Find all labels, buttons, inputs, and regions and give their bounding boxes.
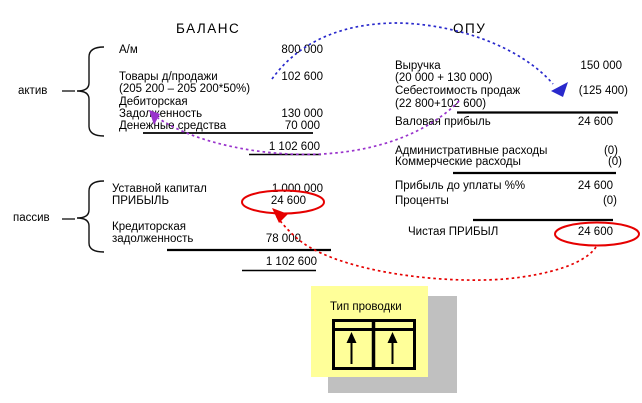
- opu-row-value: (0): [603, 145, 618, 157]
- opu-row-label: (22 800+102 600): [395, 98, 487, 110]
- t-account-icon: [332, 319, 416, 370]
- asset-total-row: 1 102 600: [119, 141, 320, 154]
- asset-row-am: А/м 800 000: [119, 44, 323, 57]
- opu-row-label: Валовая прибыль: [395, 116, 491, 128]
- opu-row-value: (125 400): [578, 85, 628, 97]
- asset-row-label: (205 200 – 205 200*50%): [119, 83, 251, 95]
- asset-total-value: 1 102 600: [268, 141, 320, 153]
- opu-row-commercial-expenses: Коммерческие расходы (0): [395, 156, 622, 169]
- opu-row-revenue-formula: (20 000 + 130 000): [395, 72, 622, 85]
- up-arrow-icon: [387, 332, 398, 343]
- opu-row-cogs-formula: (22 800+102 600): [395, 98, 622, 111]
- liability-row-label: Кредиторская: [112, 221, 186, 233]
- opu-row-profit-before-interest: Прибыль до уплаты %% 24 600: [395, 180, 613, 193]
- opu-row-cogs: Себестоимость продаж (125 400): [395, 85, 628, 98]
- opu-row-label: Чистая ПРИБЫЛ: [408, 226, 499, 238]
- asset-row-value: 800 000: [281, 44, 323, 56]
- liability-row-payable1: Кредиторская: [112, 221, 323, 234]
- opu-row-net-profit: Чистая ПРИБЫЛ 24 600: [408, 226, 613, 239]
- asset-row-cash: Денежные средства 70 000: [119, 120, 320, 133]
- liability-row-value: 78 000: [265, 233, 301, 245]
- transaction-type-note: Тип проводки: [311, 286, 428, 377]
- liability-row-value: 24 600: [270, 195, 306, 207]
- opu-row-label: Себестоимость продаж: [395, 85, 521, 97]
- opu-row-interest: Проценты (0): [395, 195, 617, 208]
- liability-total-value: 1 102 600: [265, 256, 317, 268]
- opu-row-label: Коммерческие расходы: [395, 156, 521, 168]
- opu-title: ОПУ: [453, 21, 487, 36]
- opu-row-label: Проценты: [395, 195, 449, 207]
- liability-row-payable2: задолженность 78 000: [112, 233, 301, 246]
- liability-row-profit: ПРИБЫЛЬ 24 600: [112, 195, 306, 208]
- liabilities-label: пассив: [13, 212, 50, 224]
- opu-row-value: 24 600: [577, 180, 613, 192]
- opu-row-value: 24 600: [577, 116, 613, 128]
- balance-title: БАЛАНС: [176, 21, 241, 36]
- asset-row-label: Денежные средства: [119, 120, 227, 132]
- liability-row-label: Уставной капитал: [112, 183, 207, 195]
- asset-row-label: А/м: [119, 44, 138, 56]
- asset-row-goods-formula: (205 200 – 205 200*50%): [119, 83, 323, 96]
- assets-label: актив: [18, 85, 48, 97]
- liability-row-label: задолженность: [112, 233, 194, 245]
- asset-row-label: Товары д/продажи: [119, 71, 218, 83]
- opu-row-value: 24 600: [577, 226, 613, 238]
- asset-row-value: 70 000: [284, 120, 320, 132]
- opu-row-value: (0): [602, 195, 617, 207]
- opu-row-value: 150 000: [580, 60, 622, 72]
- opu-row-label: Прибыль до уплаты %%: [395, 180, 526, 192]
- liability-total-row: 1 102 600: [112, 256, 317, 269]
- up-arrow-icon: [346, 332, 357, 343]
- opu-row-gross-profit: Валовая прибыль 24 600: [395, 116, 613, 129]
- opu-row-label: (20 000 + 130 000): [395, 72, 493, 84]
- opu-row-value: (0): [607, 156, 622, 168]
- liability-row-label: ПРИБЫЛЬ: [112, 195, 170, 207]
- note-title: Тип проводки: [330, 301, 402, 313]
